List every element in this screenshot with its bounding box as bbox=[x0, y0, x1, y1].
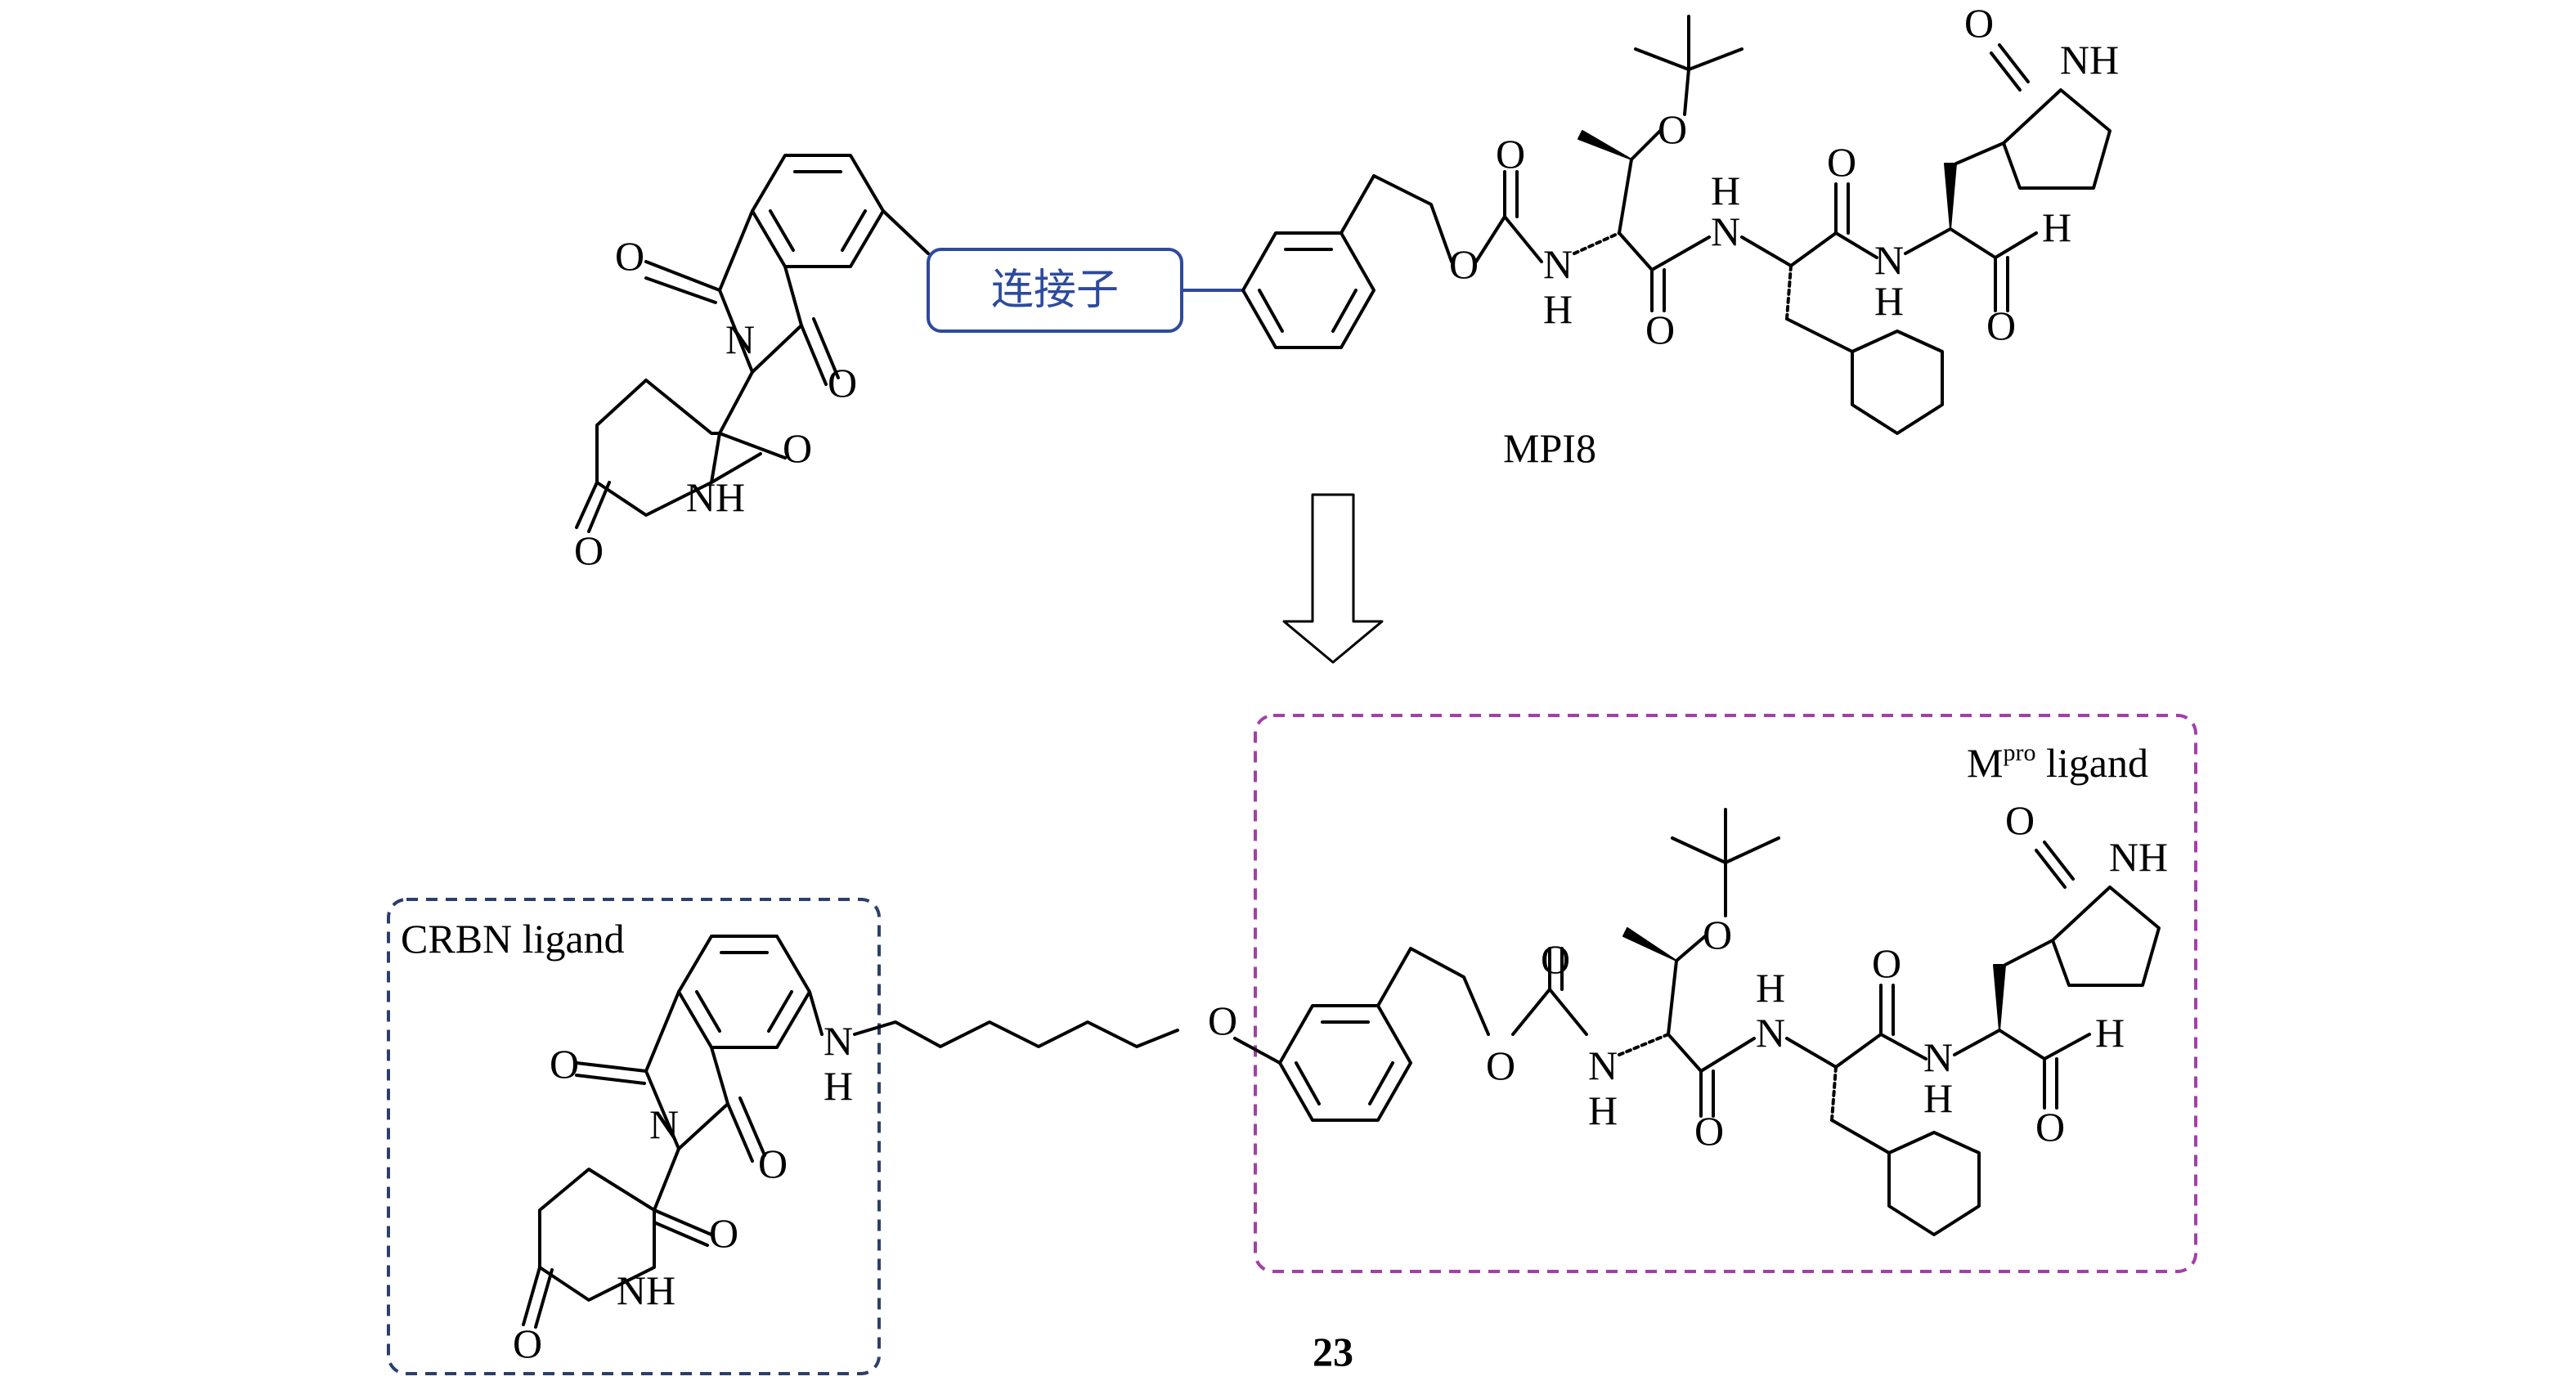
bottom-phthalimide-ring bbox=[575, 935, 811, 1212]
bottom-glutarimide-ring bbox=[522, 1168, 713, 1329]
bottom-lactam-nh: NH bbox=[2109, 834, 2168, 880]
top-glutarimide-ring bbox=[575, 379, 787, 533]
top-carbamate-o: O bbox=[1496, 131, 1525, 177]
mpro-ligand-label: Mpro ligand bbox=[1967, 739, 2148, 786]
bottom-ester-o: O bbox=[1486, 1042, 1515, 1088]
bottom-thr-co-o: O bbox=[1694, 1108, 1724, 1154]
bottom-ether-o: O bbox=[1208, 998, 1237, 1043]
top-tbu-o: O bbox=[1658, 106, 1687, 152]
top-gln-n: N bbox=[1874, 237, 1904, 283]
top-glutarimide-o1: O bbox=[783, 425, 812, 471]
top-imide-n: N bbox=[725, 316, 755, 362]
bottom-imide-o1: O bbox=[550, 1041, 579, 1087]
top-glutarimide-o2: O bbox=[574, 527, 604, 573]
top-cha-h: H bbox=[1711, 168, 1740, 213]
linker-label: 连接子 bbox=[991, 266, 1119, 315]
top-imide-ring bbox=[644, 209, 840, 435]
bottom-cha-h: H bbox=[1756, 965, 1785, 1011]
bottom-cha-co-o: O bbox=[1872, 940, 1901, 986]
top-gln-h: H bbox=[1874, 278, 1904, 324]
bottom-linker-n: N bbox=[824, 1018, 853, 1064]
bottom-carbamate-n: N bbox=[1588, 1042, 1618, 1088]
bottom-glutarimide-o1: O bbox=[709, 1210, 738, 1256]
top-molecule: O O N O NH O 连接子 O O bbox=[574, 0, 2119, 573]
top-benzyl-ring bbox=[1241, 174, 1453, 349]
top-lactam-o: O bbox=[1964, 0, 1994, 46]
bottom-glutarimide-o2: O bbox=[513, 1320, 542, 1366]
top-ester-o: O bbox=[1449, 241, 1479, 287]
bottom-gln-n: N bbox=[1923, 1034, 1953, 1080]
bottom-carbamate-o: O bbox=[1541, 936, 1570, 982]
bottom-lactam-o: O bbox=[2005, 797, 2035, 843]
mpi8-label: MPI8 bbox=[1503, 425, 1596, 471]
top-lactam-nh: NH bbox=[2060, 37, 2119, 83]
crbn-ligand-label: CRBN ligand bbox=[401, 916, 625, 962]
top-aldehyde-h: H bbox=[2042, 204, 2071, 250]
bottom-benzyl-ring bbox=[1278, 947, 1490, 1122]
bottom-gln-h: H bbox=[1923, 1075, 1953, 1121]
mpro-ligand-box bbox=[1254, 714, 2197, 1273]
compound-23-label: 23 bbox=[1313, 1329, 1353, 1374]
top-glutarimide-nh: NH bbox=[686, 474, 745, 520]
top-cha-co-o: O bbox=[1827, 139, 1856, 185]
bottom-tbu-o: O bbox=[1703, 912, 1732, 957]
bottom-aldehyde-o: O bbox=[2035, 1104, 2065, 1150]
bottom-imide-o2: O bbox=[758, 1141, 788, 1186]
top-thr-co-o: O bbox=[1645, 307, 1675, 352]
crbn-ligand-box bbox=[387, 898, 881, 1375]
bottom-cha-n: N bbox=[1756, 1010, 1785, 1056]
bottom-linker-h: H bbox=[824, 1063, 853, 1109]
top-imide-o2: O bbox=[828, 360, 857, 406]
top-aldehyde-o: O bbox=[1986, 303, 2016, 348]
top-imide-o1: O bbox=[615, 233, 644, 279]
bottom-carbamate-h: H bbox=[1588, 1087, 1618, 1133]
transform-arrow bbox=[1282, 493, 1384, 664]
bottom-imide-n: N bbox=[649, 1101, 679, 1147]
top-carbamate-n: N bbox=[1543, 241, 1573, 287]
bottom-molecule: CRBN ligand Mpro ligand O O N bbox=[387, 714, 2197, 1375]
bottom-aldehyde-h: H bbox=[2095, 1010, 2125, 1056]
bottom-glutarimide-nh: NH bbox=[617, 1267, 675, 1313]
top-carbamate-h: H bbox=[1543, 286, 1573, 332]
top-cha-n: N bbox=[1711, 208, 1740, 254]
top-phthalimide-ring bbox=[751, 154, 885, 268]
